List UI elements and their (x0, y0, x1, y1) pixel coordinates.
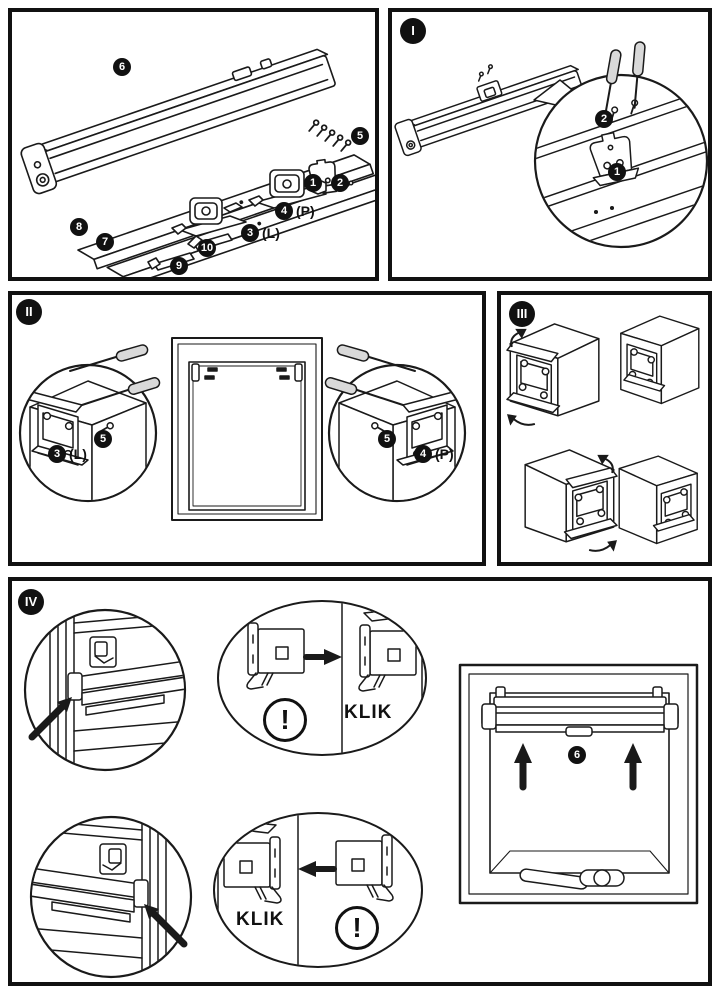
bracket-3l-drawing (171, 197, 247, 237)
step1-badge-2: 2 (595, 110, 613, 128)
klik-oval-top (217, 600, 427, 756)
step3-numeral: III (509, 301, 535, 327)
bracket-4p-drawing (248, 169, 327, 209)
klik-label-bottom: KLIK (236, 909, 285, 930)
step2-badge-5-right: 5 (378, 430, 396, 448)
bracket-flaps-open-bottom (524, 448, 618, 553)
step1-drawing (394, 41, 708, 249)
step4-numeral: IV (18, 589, 44, 615)
bracket-closed-bottom (618, 455, 698, 545)
panel-step-2: II 3 (L) 5 5 4 (P) (8, 291, 486, 566)
warning-circle-bottom: ! (335, 906, 379, 950)
step1-badge-1: 1 (608, 163, 626, 181)
part-badge-9: 9 (170, 257, 188, 275)
insert-circle-top-left (23, 608, 187, 772)
step2-drawing (18, 337, 482, 562)
part-badge-2: 2 (331, 174, 349, 192)
part-badge-5: 5 (351, 127, 369, 145)
step2-numeral: II (16, 299, 42, 325)
part-badge-10: 10 (198, 239, 216, 257)
step2-suffix-l: (L) (69, 446, 87, 462)
step2-badge-5-left: 5 (94, 430, 112, 448)
part-suffix-p: (P) (296, 203, 315, 219)
panel-step-3: III (497, 291, 712, 566)
parts-exploded-drawing (20, 48, 375, 277)
screwdriver-icon (604, 41, 646, 115)
panel-step-1: I 2 1 (388, 8, 712, 281)
klik-label-top: KLIK (344, 702, 393, 723)
step3-drawing (506, 315, 700, 553)
window-frame-drawing (171, 337, 323, 521)
part-badge-7: 7 (96, 233, 114, 251)
step4-drawing (23, 600, 699, 982)
part-badge-1: 1 (304, 174, 322, 192)
step2-badge-4: 4 (414, 445, 432, 463)
part-badge-8: 8 (70, 218, 88, 236)
step2-badge-3: 3 (48, 445, 66, 463)
insert-circle-bottom-left (28, 810, 191, 982)
klik-oval-bottom (210, 811, 422, 969)
corner-magnifier-left (18, 344, 161, 503)
screwdriver-icon (69, 344, 161, 406)
cassette-drawing (20, 48, 336, 195)
part-badge-3: 3 (241, 224, 259, 242)
panel-parts-overview: 6 5 1 2 4 (P) 3 (L) 8 7 10 9 (8, 8, 379, 281)
part-suffix-l: (L) (262, 225, 280, 241)
window-handle-drawing (519, 868, 625, 890)
warning-circle-top: ! (263, 698, 307, 742)
bracket-flaps-open-top (506, 322, 600, 427)
step1-numeral: I (400, 18, 426, 44)
part-badge-6: 6 (113, 58, 131, 76)
screws-5-drawing (308, 119, 352, 152)
step4-badge-6: 6 (568, 746, 586, 764)
cassette-small-drawing (394, 64, 584, 157)
step2-suffix-p: (P) (435, 446, 454, 462)
panel-step-4: IV ! KLIK KLIK ! 6 (8, 577, 712, 986)
bracket-closed-top (620, 315, 700, 405)
part-badge-4: 4 (275, 202, 293, 220)
window-installed-drawing (458, 663, 699, 905)
